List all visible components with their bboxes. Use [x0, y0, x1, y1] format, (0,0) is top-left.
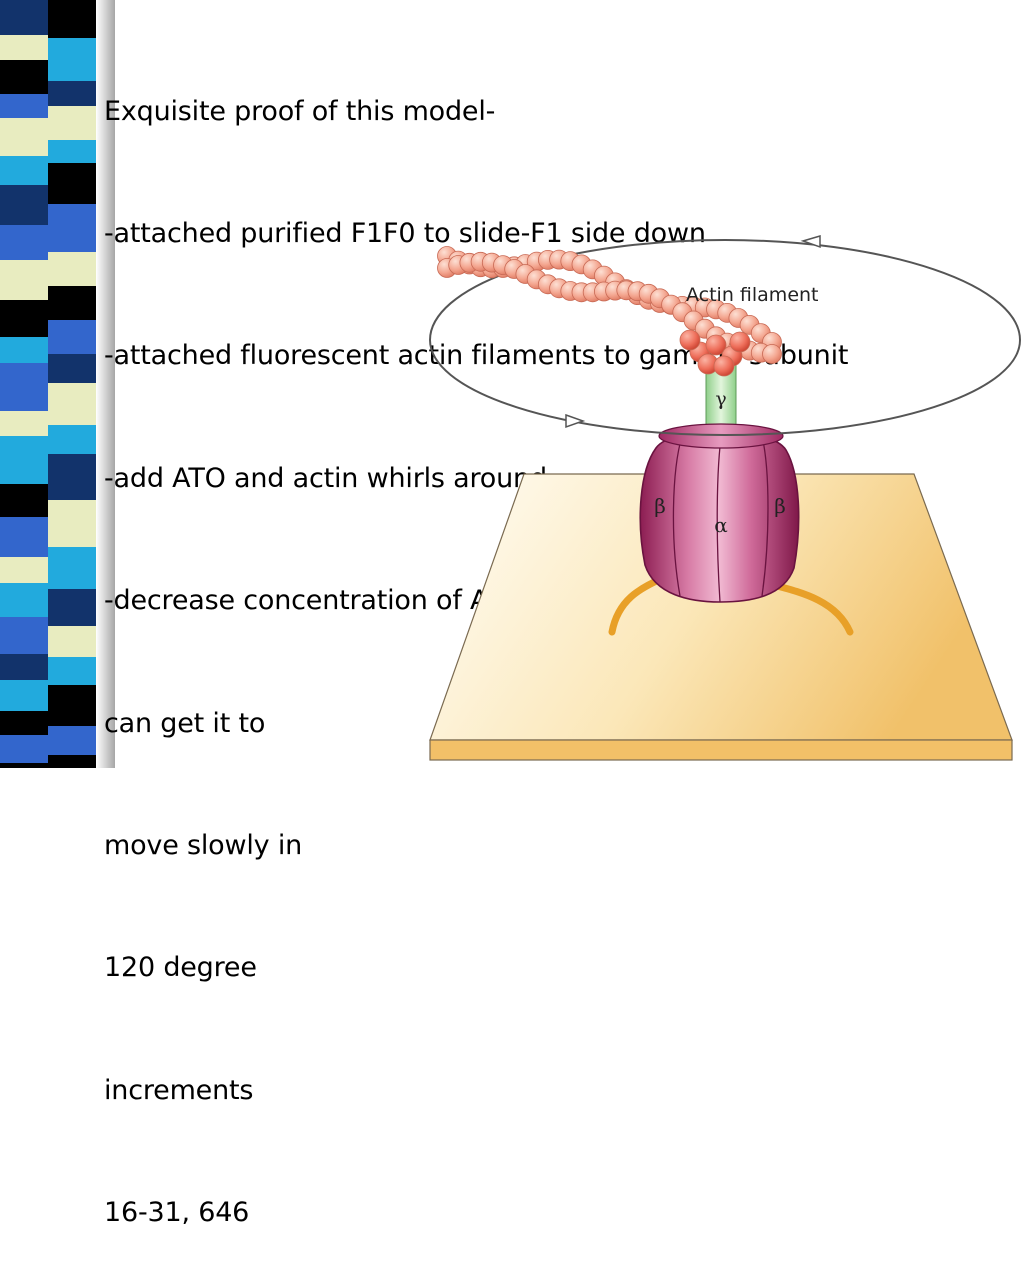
strip-block [0, 337, 48, 363]
actin-bead [705, 334, 727, 356]
strip-block [48, 0, 96, 38]
strip-block [48, 454, 96, 500]
decorative-left-strip [0, 0, 115, 768]
actin-filament-label: Actin filament [686, 284, 819, 306]
strip-block [0, 94, 48, 118]
strip-block [48, 204, 96, 252]
strip-block [48, 383, 96, 425]
strip-block [0, 363, 48, 411]
strip-block [0, 411, 48, 436]
strip-block [48, 286, 96, 320]
glass-slide [429, 473, 1013, 761]
strip-block [0, 118, 48, 156]
actin-bead [679, 329, 701, 351]
strip-block [48, 626, 96, 657]
strip-block [0, 484, 48, 517]
strip-block [0, 583, 48, 617]
strip-block [0, 654, 48, 680]
strip-block [48, 81, 96, 106]
text-line-1: Exquisite proof of this model- [104, 95, 496, 127]
strip-block [0, 517, 48, 557]
strip-block [48, 320, 96, 354]
strip-block [48, 354, 96, 383]
gamma-label: γ [715, 388, 726, 410]
strip-block [0, 557, 48, 583]
strip-block [0, 35, 48, 60]
strip-block [48, 685, 96, 726]
strip-block [48, 106, 96, 140]
strip-block [0, 617, 48, 654]
strip-block [0, 156, 48, 185]
text-line-2: -attached purified F1F0 to slide-F1 side… [104, 217, 706, 249]
strip-block [48, 589, 96, 626]
atp-synthase-figure: γ β α β Actin filament [429, 234, 1021, 761]
strip-block [0, 60, 48, 94]
text-line-8: 120 degree [104, 952, 257, 984]
strip-block [0, 225, 48, 260]
actin-bead [762, 344, 782, 364]
actin-filament [437, 246, 782, 377]
rotation-ellipse-back [429, 239, 1021, 341]
strip-block [0, 436, 48, 484]
strip-block [48, 657, 96, 685]
text-line-9: increments [104, 1074, 254, 1106]
strip-block [0, 763, 48, 768]
text-line-7: move slowly in [104, 829, 303, 861]
strip-block [48, 140, 96, 163]
rotation-arrow-bottom-icon [565, 413, 586, 429]
actin-bead [713, 355, 735, 377]
strip-block [0, 0, 48, 35]
strip-block [48, 726, 96, 755]
rotation-arrow-top-icon [800, 234, 821, 249]
text-line-4: -add ATO and actin whirls around [104, 462, 547, 494]
rotation-ellipse-front [429, 339, 1021, 436]
strip-block [48, 38, 96, 81]
alpha-label: α [714, 513, 728, 537]
strip-block [0, 300, 48, 337]
strip-block [0, 735, 48, 763]
strip-block [48, 547, 96, 589]
strip-block [0, 680, 48, 711]
strip-block [48, 425, 96, 454]
strip-block [48, 163, 96, 204]
strip-block [0, 711, 48, 735]
strip-block [0, 185, 48, 225]
strip-block [0, 260, 48, 300]
f1-motor-head: β α β [639, 423, 800, 603]
beta-right-label: β [774, 494, 786, 518]
text-line-6: can get it to [104, 707, 266, 739]
strip-block [48, 755, 96, 768]
actin-bead [729, 331, 751, 353]
strip-block [48, 252, 96, 286]
beta-left-label: β [654, 494, 666, 518]
text-line-10: 16-31, 646 [104, 1197, 250, 1229]
strip-block [48, 500, 96, 547]
